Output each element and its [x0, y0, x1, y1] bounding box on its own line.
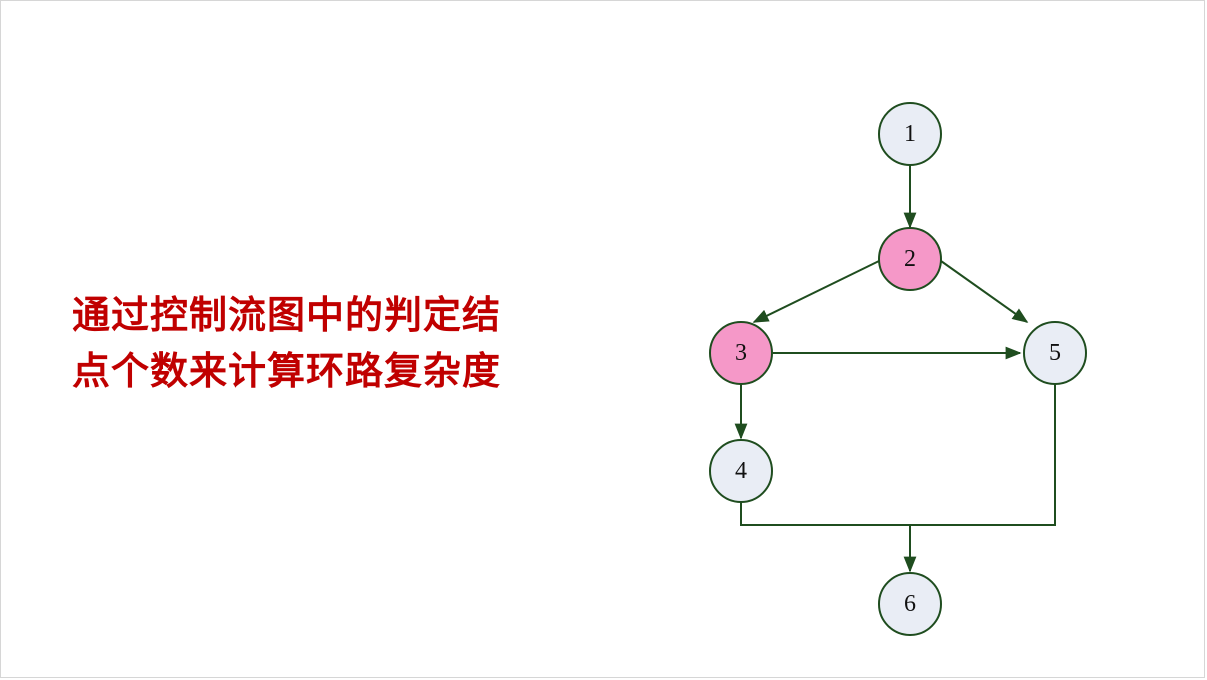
- node-2-label: 2: [904, 246, 916, 272]
- node-6: 6: [878, 572, 942, 636]
- node-5: 5: [1023, 321, 1087, 385]
- edges: [734, 164, 1056, 573]
- node-3-label: 3: [735, 340, 747, 366]
- edge-2-3: [752, 260, 880, 323]
- edge-2-5: [940, 260, 1029, 323]
- node-2: 2: [878, 227, 942, 291]
- node-6-label: 6: [904, 591, 916, 617]
- caption-line-1: 通过控制流图中的判定结: [72, 293, 502, 337]
- node-5-label: 5: [1049, 340, 1061, 366]
- edge-4-merge: [740, 384, 1056, 526]
- node-1: 1: [878, 102, 942, 166]
- caption-line-2: 点个数来计算环路复杂度: [72, 349, 502, 393]
- node-4-label: 4: [735, 458, 747, 484]
- node-4: 4: [709, 439, 773, 503]
- node-3: 3: [709, 321, 773, 385]
- node-1-label: 1: [904, 121, 916, 147]
- caption-text: 通过控制流图中的判定结 点个数来计算环路复杂度: [72, 287, 632, 399]
